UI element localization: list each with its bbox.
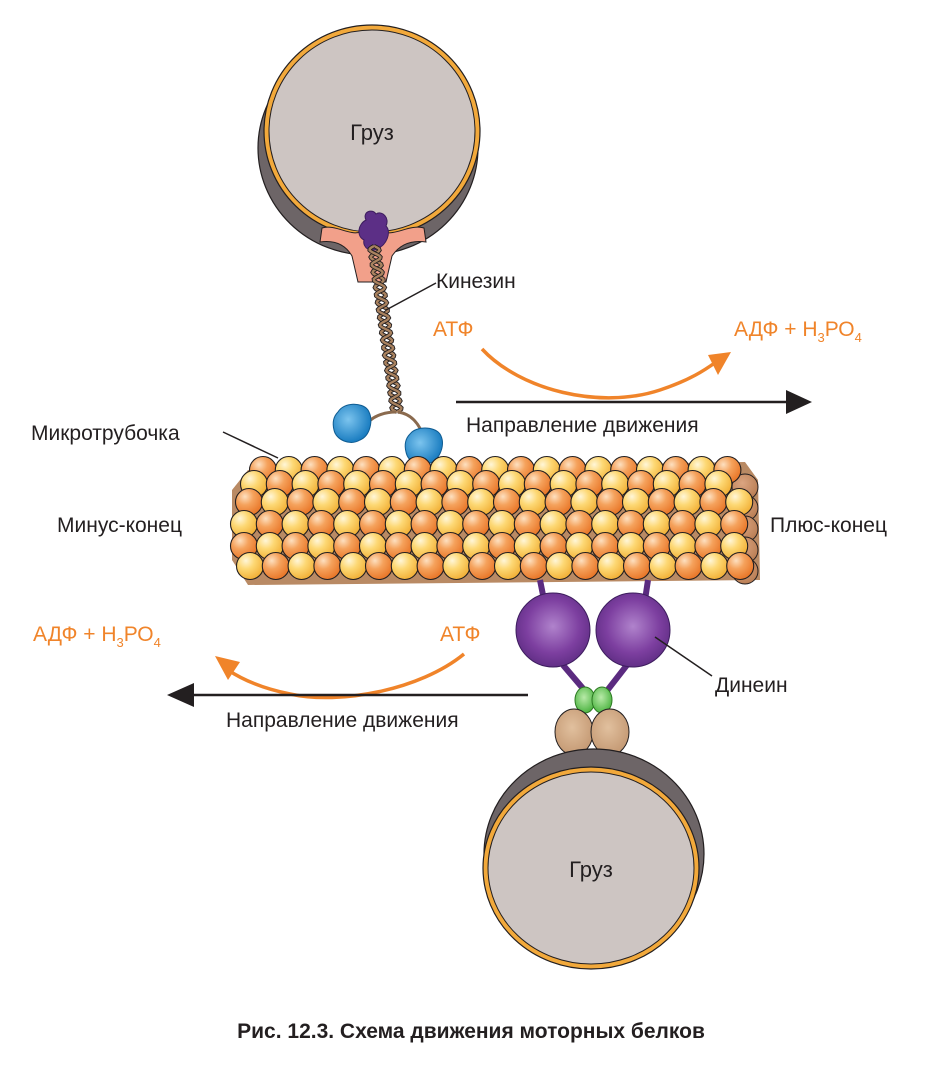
top-direction-label: Направление движения [466, 414, 699, 437]
beta-tubulin [235, 551, 265, 581]
alpha-tubulin [571, 551, 600, 581]
beta-tubulin [390, 551, 419, 581]
beta-tubulin [648, 551, 677, 581]
bottom-products-sub3: 3 [117, 635, 124, 650]
beta-tubulin [442, 551, 471, 581]
top-products-label: АДФ + Н3РО4 [734, 318, 862, 345]
alpha-tubulin [674, 551, 703, 581]
dynein-head-left [515, 592, 591, 668]
beta-tubulin [339, 551, 368, 581]
microtubule-label: Микротрубочка [31, 422, 180, 445]
bottom-products-po: РО [124, 623, 154, 646]
top-cargo-label: Груз [350, 120, 394, 145]
top-products-adp: АДФ + Н [734, 318, 818, 341]
bottom-products-label: АДФ + Н3РО4 [33, 623, 161, 650]
kinesin-light-chain [358, 210, 389, 251]
bottom-products-adp: АДФ + Н [33, 623, 117, 646]
bottom-products-sub4: 4 [154, 635, 161, 650]
microtubule [229, 455, 760, 585]
bottom-atp-label: АТФ [440, 623, 480, 646]
dynein-leader-line [654, 636, 713, 677]
kinesin-head-left [332, 403, 372, 443]
top-products-sub4: 4 [855, 330, 862, 345]
alpha-tubulin [519, 551, 548, 581]
kinesin-heavy-chain-2 [368, 244, 403, 414]
bottom-atp-hydrolysis-arrow [227, 652, 466, 700]
top-products-sub3: 3 [818, 330, 825, 345]
alpha-tubulin [261, 551, 290, 581]
beta-tubulin [700, 551, 729, 581]
minus-end-label: Минус-конец [57, 514, 182, 537]
kinesin [319, 210, 443, 466]
alpha-tubulin [313, 551, 342, 581]
plus-end-label: Плюс-конец [770, 514, 887, 537]
beta-tubulin [597, 551, 626, 581]
bottom-cargo: Груз [482, 748, 705, 970]
kinesin-leader-line [385, 282, 437, 311]
figure-caption: Рис. 12.3. Схема движения моторных белко… [237, 1020, 705, 1043]
top-cargo: Груз [257, 24, 481, 256]
bottom-atp-arrowhead [215, 656, 240, 680]
alpha-tubulin [468, 551, 497, 581]
beta-tubulin [545, 551, 574, 581]
alpha-tubulin [364, 551, 394, 581]
kinesin-label: Кинезин [436, 270, 516, 293]
dynactin-left [554, 708, 594, 756]
top-atp-arrowhead [708, 352, 731, 375]
kinesin-stalk [367, 244, 404, 414]
bottom-direction-label: Направление движения [226, 709, 459, 732]
kinesin-head-right [404, 427, 443, 466]
top-atp-hydrolysis-arrow [480, 347, 718, 400]
dynein-head-right [595, 592, 671, 668]
dynein-label: Динеин [715, 674, 788, 697]
alpha-tubulin [622, 551, 652, 581]
beta-tubulin [493, 551, 523, 581]
dynein-neck-right [603, 663, 630, 694]
dynactin-right [590, 708, 630, 756]
top-products-po: РО [825, 318, 855, 341]
alpha-tubulin [726, 551, 755, 581]
bottom-cargo-body [487, 771, 695, 965]
top-direction-arrowhead [786, 390, 812, 414]
microtubule-leader-line [222, 431, 279, 459]
bottom-direction-arrowhead [167, 683, 194, 707]
beta-tubulin [287, 551, 316, 581]
bottom-cargo-label: Груз [569, 857, 613, 882]
top-atp-label: АТФ [433, 318, 473, 341]
dynein [515, 579, 671, 756]
alpha-tubulin [416, 551, 445, 581]
